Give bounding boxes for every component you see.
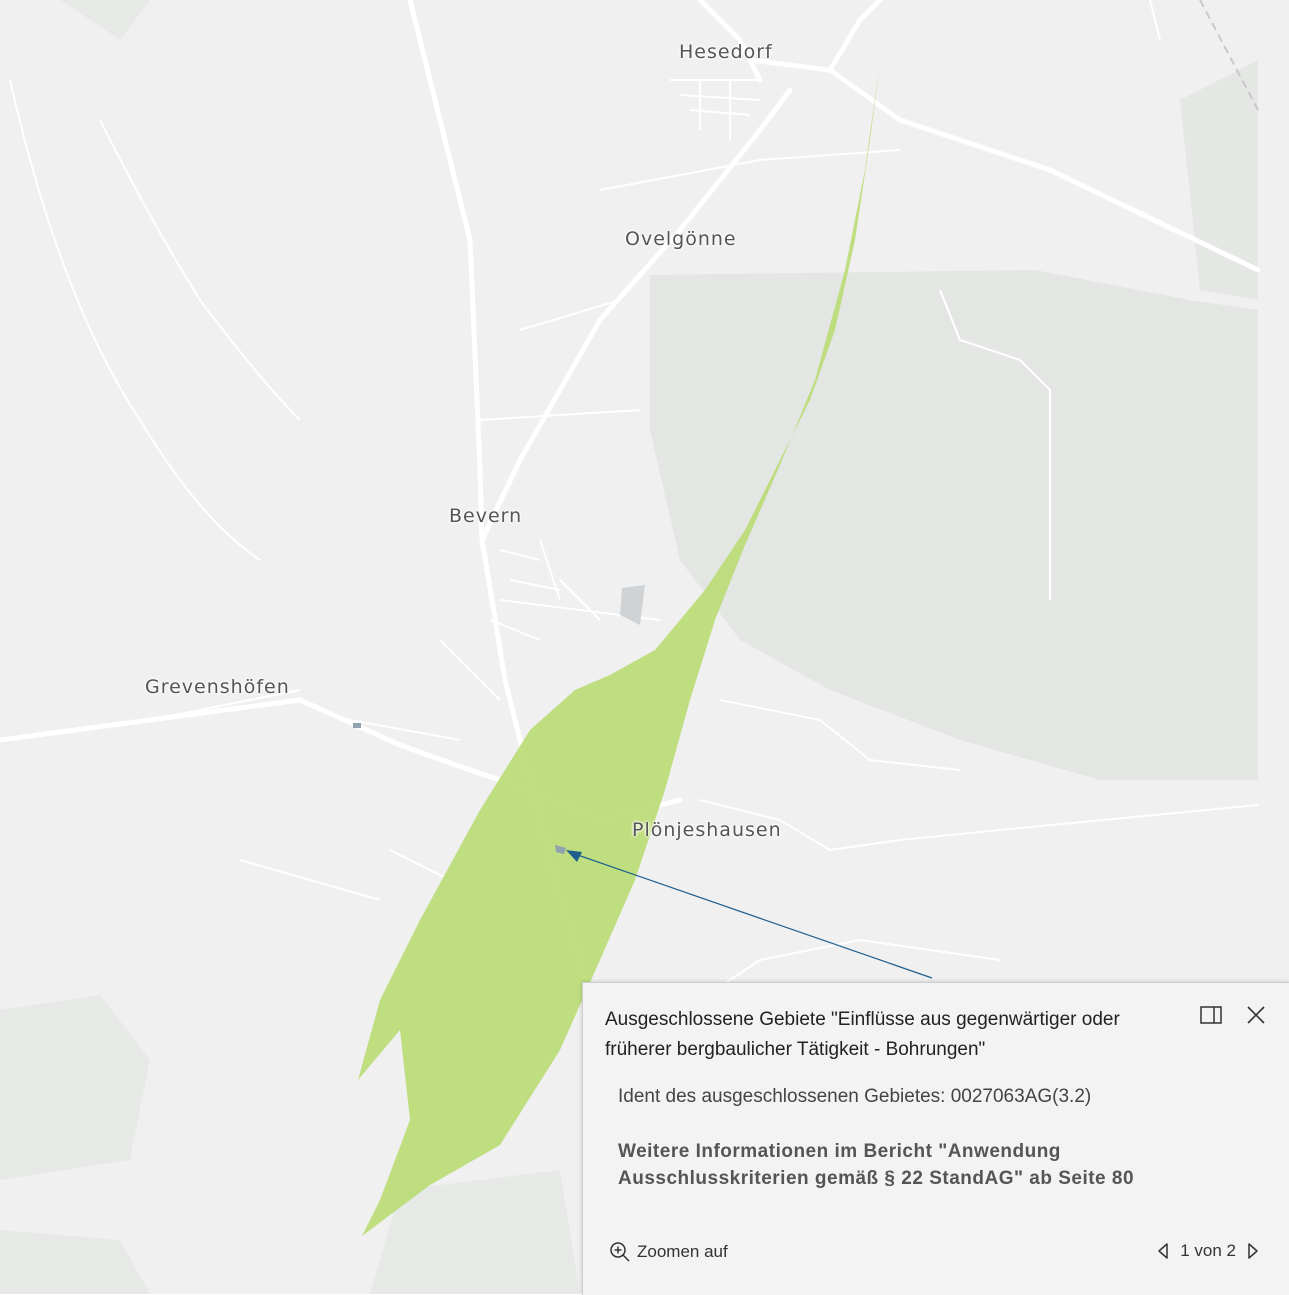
- pond: [620, 585, 645, 625]
- forest-area: [0, 995, 150, 1180]
- pagination-text: 1 von 2: [1180, 1241, 1236, 1260]
- popup-ident-text: Ident des ausgeschlossenen Gebietes: 002…: [618, 1086, 1092, 1107]
- map-marker[interactable]: [353, 723, 361, 728]
- excluded-area-highlight[interactable]: [358, 62, 880, 1236]
- popup-pointer-line: [571, 852, 933, 979]
- close-icon[interactable]: [1243, 1002, 1269, 1028]
- popup-pagination: 1 von 2: [1156, 1241, 1260, 1261]
- forest-area: [0, 1230, 150, 1294]
- place-label-ploenjeshausen: Plönjeshausen: [632, 819, 782, 841]
- place-label-grevenshoefen: Grevenshöfen: [145, 676, 290, 698]
- feature-popup: Ausgeschlossene Gebiete "Einflüsse aus g…: [582, 982, 1289, 1295]
- chevron-right-icon: [1248, 1243, 1258, 1259]
- map-marker[interactable]: [555, 845, 566, 854]
- railway: [1199, 0, 1259, 111]
- previous-feature-button[interactable]: [1156, 1242, 1170, 1260]
- forest-area: [60, 0, 150, 40]
- village-streets: [489, 79, 761, 641]
- popup-pointer-arrow: [566, 850, 582, 862]
- zoom-to-label: Zoomen auf: [637, 1242, 728, 1261]
- zoom-in-icon: [610, 1242, 630, 1262]
- place-label-ovelgoenne: Ovelgönne: [625, 228, 737, 250]
- popup-info-text: Weitere Informationen im Bericht "Anwend…: [618, 1141, 1135, 1189]
- place-label-bevern: Bevern: [449, 505, 523, 527]
- zoom-to-button[interactable]: Zoomen auf: [609, 1241, 728, 1263]
- next-feature-button[interactable]: [1246, 1242, 1260, 1260]
- minor-roads: [0, 0, 1259, 1001]
- forest-area: [370, 1170, 580, 1294]
- forest-area: [650, 270, 1258, 780]
- chevron-left-icon: [1158, 1243, 1168, 1259]
- dock-icon[interactable]: [1198, 1002, 1224, 1028]
- place-label-hesedorf: Hesedorf: [679, 41, 773, 63]
- popup-title: Ausgeschlossene Gebiete "Einflüsse aus g…: [605, 1009, 1120, 1060]
